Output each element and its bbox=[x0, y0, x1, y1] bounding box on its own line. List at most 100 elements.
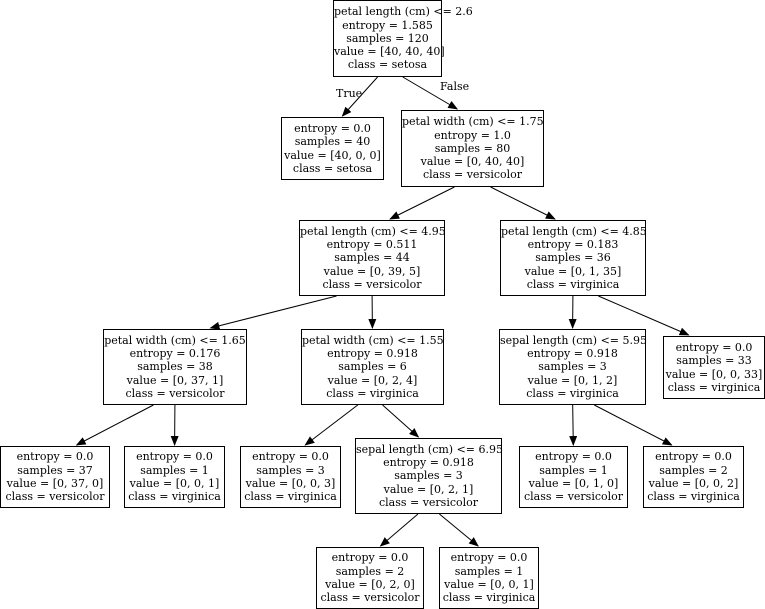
node-text-line: class = virginica bbox=[326, 386, 419, 400]
node-text-line: entropy = 0.918 bbox=[527, 347, 618, 361]
node-text-line: value = [0, 2, 1] bbox=[383, 482, 474, 496]
node-text-line: value = [0, 37, 0] bbox=[6, 477, 104, 490]
node-text-line: entropy = 0.183 bbox=[527, 238, 619, 252]
tree-edge-arrow bbox=[402, 76, 459, 110]
node-text-line: petal length (cm) <= 2.6 bbox=[334, 5, 473, 19]
node-text-line: sepal length (cm) <= 5.95 bbox=[500, 333, 648, 347]
node-text-line: class = versicolor bbox=[523, 490, 624, 504]
node-text-line: value = [0, 1, 2] bbox=[527, 373, 618, 387]
node-text-line: class = virginica bbox=[128, 490, 221, 504]
node-text-line: class = virginica bbox=[244, 490, 337, 504]
node-text-line: entropy = 0.0 bbox=[136, 450, 213, 464]
node-text-line: samples = 1 bbox=[454, 564, 524, 578]
node-text-line: entropy = 0.0 bbox=[331, 551, 409, 565]
node-text-line: class = virginica bbox=[526, 386, 619, 400]
node-text-line: samples = 2 bbox=[659, 463, 728, 477]
node-text-line: class = virginica bbox=[647, 490, 740, 504]
node-text-line: entropy = 0.0 bbox=[450, 551, 528, 565]
node-text-line: samples = 3 bbox=[394, 469, 463, 483]
node-text-line: samples = 37 bbox=[17, 463, 93, 477]
node-text-line: sepal length (cm) <= 6.95 bbox=[356, 442, 504, 456]
node-text-line: petal width (cm) <= 1.75 bbox=[402, 115, 544, 129]
node-text-line: entropy = 0.0 bbox=[535, 450, 612, 464]
node-text-line: samples = 38 bbox=[137, 360, 213, 374]
node-text-line: samples = 1 bbox=[140, 463, 209, 477]
node-text-line: samples = 6 bbox=[338, 360, 407, 374]
node-text-line: samples = 2 bbox=[335, 564, 405, 578]
node-text-line: class = versicolor bbox=[5, 490, 105, 504]
node-text-line: entropy = 0.0 bbox=[675, 340, 753, 354]
tree-edge-arrow bbox=[379, 513, 419, 547]
tree-edge-arrow bbox=[569, 404, 578, 446]
node-text-line: samples = 3 bbox=[256, 463, 325, 477]
node-text-line: samples = 40 bbox=[294, 135, 371, 149]
node-text-line: samples = 80 bbox=[434, 141, 511, 155]
node-text-line: class = virginica bbox=[667, 380, 761, 394]
node-text-line: petal width (cm) <= 1.55 bbox=[302, 333, 444, 347]
tree-edge-arrow bbox=[209, 295, 337, 330]
tree-edge-arrow bbox=[439, 513, 479, 547]
node-text-line: value = [0, 2, 4] bbox=[327, 373, 418, 387]
node-text-line: samples = 3 bbox=[538, 360, 607, 374]
node-text-line: entropy = 1.0 bbox=[434, 128, 511, 142]
node-text-line: samples = 1 bbox=[539, 463, 608, 477]
node-text-line: samples = 44 bbox=[334, 251, 410, 265]
node-text-line: entropy = 0.176 bbox=[129, 347, 221, 361]
node-text-line: value = [0, 0, 2] bbox=[648, 477, 739, 490]
node-text-line: class = versicolor bbox=[322, 277, 422, 291]
node-text-line: entropy = 0.0 bbox=[16, 450, 94, 464]
node-text-line: class = versicolor bbox=[125, 386, 225, 400]
node-text-line: class = versicolor bbox=[320, 591, 420, 605]
node-text-line: entropy = 1.585 bbox=[342, 18, 433, 32]
node-text-line: value = [0, 39, 5] bbox=[323, 264, 421, 278]
node-text-line: petal length (cm) <= 4.85 bbox=[501, 224, 647, 238]
tree-edge-arrow bbox=[304, 404, 359, 446]
node-text-line: value = [0, 1, 35] bbox=[524, 264, 622, 278]
node-text-line: petal width (cm) <= 1.65 bbox=[104, 333, 246, 347]
node-text-line: class = versicolor bbox=[422, 168, 523, 182]
node-text-line: samples = 36 bbox=[535, 251, 611, 265]
tree-edge-arrow bbox=[382, 404, 420, 438]
edge-label-true: True bbox=[336, 87, 363, 100]
node-text-line: value = [0, 40, 40] bbox=[420, 155, 525, 169]
tree-edge-arrow bbox=[341, 76, 378, 117]
node-text-line: samples = 33 bbox=[676, 354, 752, 368]
node-text-line: entropy = 0.0 bbox=[252, 450, 329, 464]
node-text-line: entropy = 0.0 bbox=[655, 450, 732, 464]
node-text-line: entropy = 0.918 bbox=[327, 347, 418, 361]
tree-edge-arrow bbox=[389, 186, 455, 220]
node-text-line: value = [0, 0, 33] bbox=[665, 367, 763, 381]
node-text-line: class = virginica bbox=[442, 591, 536, 605]
node-text-line: value = [0, 0, 1] bbox=[129, 477, 220, 490]
tree-edge-arrow bbox=[594, 404, 673, 446]
node-text-line: entropy = 0.511 bbox=[326, 238, 418, 252]
node-text-line: value = [40, 0, 0] bbox=[284, 148, 381, 162]
edge-label-false: False bbox=[440, 80, 470, 93]
node-text-line: samples = 120 bbox=[346, 31, 429, 45]
node-text-line: value = [0, 37, 1] bbox=[126, 373, 224, 387]
tree-edge-arrow bbox=[75, 404, 154, 446]
node-text-line: value = [0, 2, 0] bbox=[325, 578, 415, 591]
node-text-line: value = [0, 0, 1] bbox=[444, 578, 534, 591]
node-text-line: class = setosa bbox=[292, 161, 373, 175]
node-text-line: value = [0, 0, 3] bbox=[245, 477, 336, 490]
node-text-line: value = [40, 40, 40] bbox=[334, 45, 445, 59]
node-text-line: value = [0, 1, 0] bbox=[528, 477, 619, 490]
